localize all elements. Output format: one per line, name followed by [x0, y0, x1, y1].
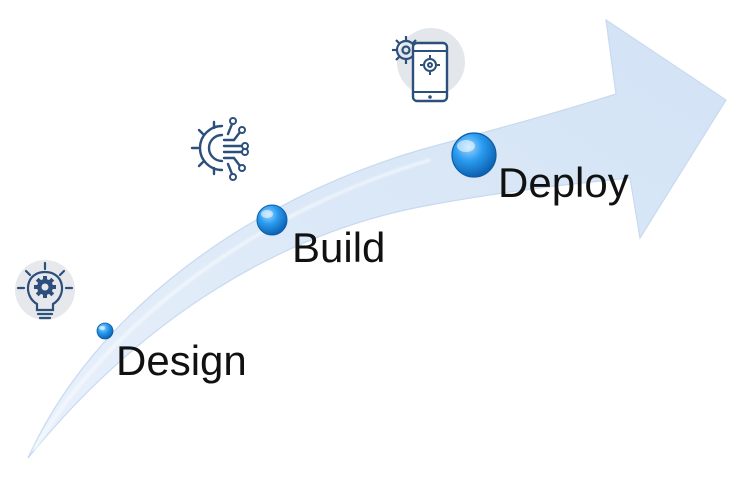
step-label-deploy: Deploy	[498, 159, 629, 206]
progress-arrow	[27, 18, 727, 459]
node-design	[96, 322, 114, 340]
node-deploy	[451, 132, 497, 178]
smartphone-gear-icon	[392, 28, 465, 103]
node-build	[256, 204, 288, 236]
step-label-design: Design	[116, 337, 247, 384]
lightbulb-gear-icon	[15, 260, 75, 320]
circuit-gear-icon	[190, 117, 249, 181]
step-label-build: Build	[292, 224, 386, 271]
